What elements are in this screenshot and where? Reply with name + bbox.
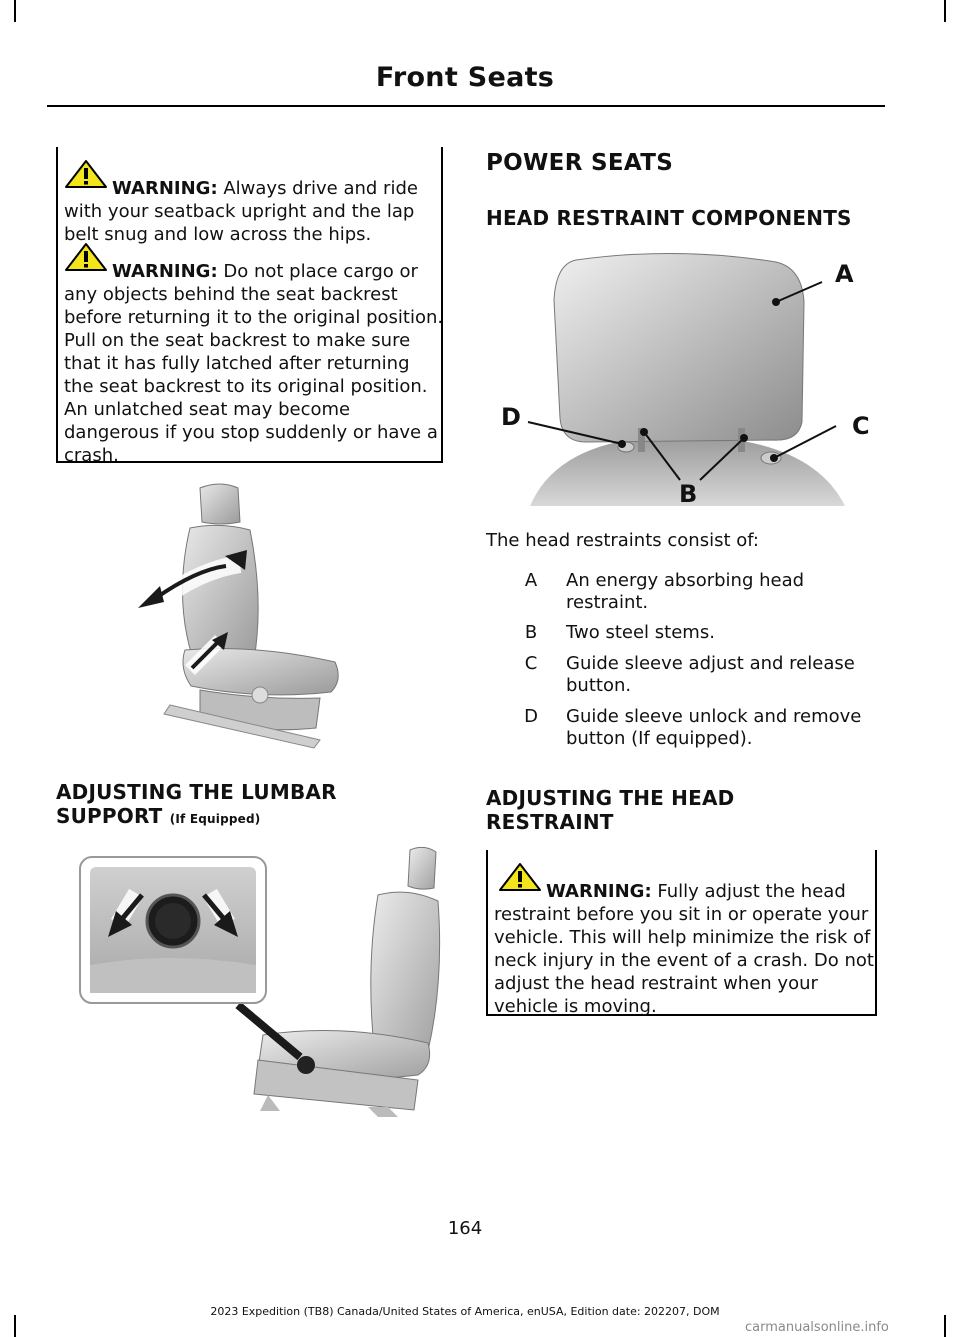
crop-mark <box>14 0 16 22</box>
component-text: Two steel stems. <box>566 622 715 643</box>
warning-triangle-icon <box>65 160 107 188</box>
component-row-b: B Two steel stems. <box>516 622 886 644</box>
component-key: C <box>524 653 538 674</box>
crop-mark <box>944 1315 946 1337</box>
seat-recline-illustration <box>138 483 339 749</box>
lumbar-heading: ADJUSTING THE LUMBAR SUPPORT (If Equippe… <box>56 780 446 831</box>
warning-text: Do not place cargo or any objects behind… <box>64 261 444 466</box>
component-text: Guide sleeve adjust and release button. <box>566 653 855 696</box>
warning-head-restraint: WARNING: Fully adjust the head restraint… <box>494 863 874 1018</box>
callout-a: A <box>835 260 854 288</box>
warning-seatback-upright: WARNING: Always drive and ride with your… <box>64 160 436 246</box>
head-restraint-diagram: A D C B <box>486 240 886 520</box>
lumbar-heading-line2: SUPPORT <box>56 804 163 828</box>
warning-box-seatback: WARNING: Always drive and ride with your… <box>56 147 443 466</box>
lumbar-support-illustration <box>79 846 441 1117</box>
warning-box-head-restraint: WARNING: Fully adjust the head restraint… <box>486 850 877 1018</box>
watermark: carmanualsonline.info <box>745 1320 889 1335</box>
crop-mark <box>14 1315 16 1337</box>
warning-text: Always drive and ride with your seatback… <box>64 178 418 245</box>
components-intro: The head restraints consist of: <box>486 530 759 551</box>
component-key: A <box>524 570 538 591</box>
warning-seat-backrest: WARNING: Do not place cargo or any objec… <box>64 243 444 467</box>
head-restraint-illustration <box>527 252 845 506</box>
warning-label: WARNING: <box>112 178 218 199</box>
lumbar-heading-line2-row: SUPPORT (If Equipped) <box>56 804 446 831</box>
component-text: Guide sleeve unlock and remove button (I… <box>566 706 862 749</box>
adjust-heading-line1: ADJUSTING THE HEAD <box>486 786 735 810</box>
adjust-heading-line2: RESTRAINT <box>486 810 614 834</box>
component-row-d: D Guide sleeve unlock and remove button … <box>516 706 886 750</box>
warning-triangle-icon <box>65 243 107 271</box>
lumbar-heading-suffix: (If Equipped) <box>169 812 261 826</box>
header-rule <box>47 105 885 107</box>
lumbar-heading-line1: ADJUSTING THE LUMBAR <box>56 780 337 804</box>
component-row-c: C Guide sleeve adjust and release button… <box>516 653 886 697</box>
warning-label: WARNING: <box>112 261 218 282</box>
warning-triangle-icon <box>499 863 541 891</box>
component-row-a: A An energy absorbing head restraint. <box>516 570 886 614</box>
callout-c: C <box>852 412 870 440</box>
callout-d: D <box>501 403 521 431</box>
head-restraint-components-heading: HEAD RESTRAINT COMPONENTS <box>486 206 852 230</box>
footer-edition-info: 2023 Expedition (TB8) Canada/United Stat… <box>210 1305 720 1318</box>
warning-label: WARNING: <box>546 881 652 902</box>
warning-text: Fully adjust the head restraint before y… <box>494 881 874 1017</box>
component-text: An energy absorbing head restraint. <box>566 570 805 613</box>
callout-b: B <box>679 480 698 508</box>
component-key: D <box>524 706 538 727</box>
component-key: B <box>524 622 538 643</box>
crop-mark <box>944 0 946 22</box>
page-number: 164 <box>447 1218 483 1239</box>
adjust-head-restraint-heading: ADJUSTING THE HEAD RESTRAINT <box>486 786 876 834</box>
power-seats-heading: POWER SEATS <box>486 150 674 176</box>
page-title: Front Seats <box>375 62 555 93</box>
